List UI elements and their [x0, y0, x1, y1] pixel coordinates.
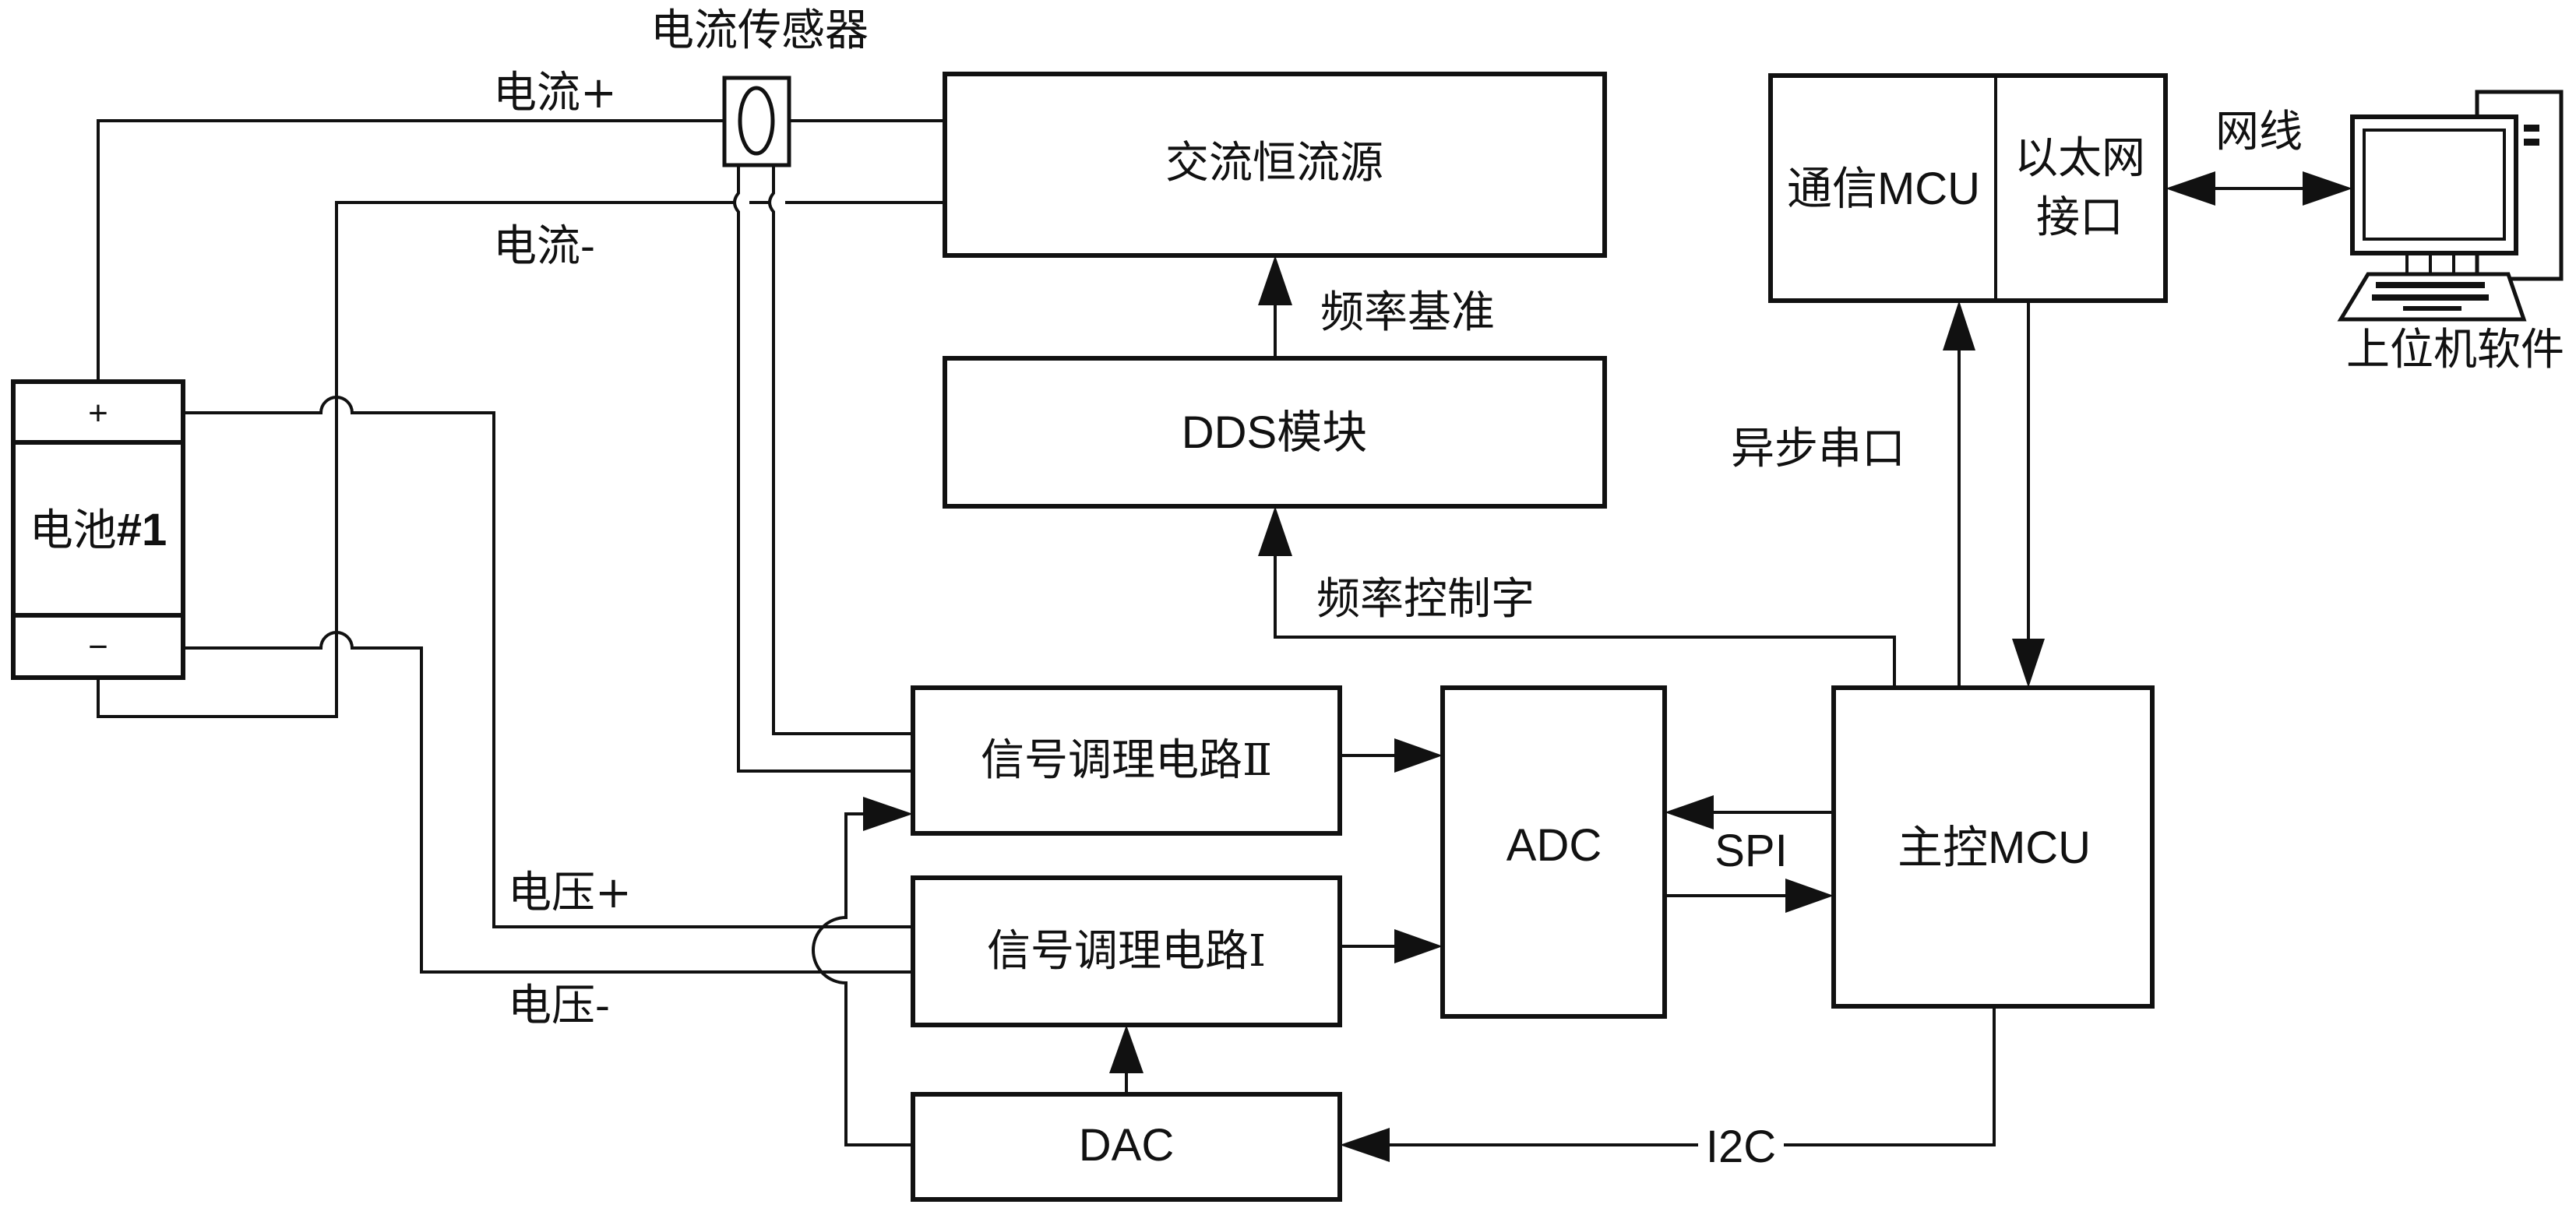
ac-current-source-label: 交流恒流源 — [1165, 138, 1383, 188]
signal-conditioning-1-label: 信号调理电路Ⅰ — [987, 926, 1266, 977]
keyboard-keys — [2372, 282, 2489, 311]
dds-block: DDS模块 — [943, 356, 1607, 509]
label-i2c: I2C — [1706, 1122, 1776, 1172]
arrow-network-left — [2165, 171, 2215, 206]
label-spi: SPI — [1714, 826, 1788, 876]
label-voltage-plus: 电压+ — [508, 868, 632, 918]
arrow-uart-down — [2012, 639, 2045, 688]
battery-block: + − 电池#1 — [11, 379, 185, 680]
adc-label: ADC — [1506, 820, 1602, 871]
comm-mcu-label: 通信MCU — [1787, 164, 1980, 214]
arrow-dac-cond1 — [1109, 1025, 1144, 1073]
arrow-spi-to-mcu — [1785, 879, 1834, 913]
ethernet-label-line1: 以太网 — [2014, 133, 2145, 184]
wire-sensor-lead-a — [733, 165, 913, 773]
pc-computer-icon: 上位机软件 — [2337, 90, 2564, 375]
arrow-i2c-dac — [1340, 1128, 1390, 1162]
arrow-spi-to-adc — [1665, 795, 1714, 829]
current-sensor-label: 电流传感器 — [650, 5, 869, 56]
label-voltage-minus: 电压- — [508, 981, 610, 1031]
arrow-uart-up — [1943, 301, 1975, 350]
signal-conditioning-2-label: 信号调理电路Ⅱ — [981, 735, 1272, 786]
battery-minus-symbol: − — [88, 628, 108, 666]
dds-label: DDS模块 — [1182, 407, 1367, 458]
battery-plus-symbol: + — [88, 394, 108, 432]
sensor-coil-icon — [738, 86, 775, 156]
ac-current-source-block: 交流恒流源 — [943, 72, 1607, 258]
signal-conditioning-2-block: 信号调理电路Ⅱ — [911, 685, 1342, 836]
wire-dac-to-cond2 — [812, 812, 913, 1146]
label-freq-word: 频率控制字 — [1316, 574, 1535, 625]
pc-software-label: 上位机软件 — [2346, 325, 2564, 375]
wire-current-minus — [97, 201, 735, 718]
arrow-cond2-adc — [1394, 738, 1443, 773]
signal-conditioning-1-block: 信号调理电路Ⅰ — [911, 875, 1342, 1027]
main-mcu-block: 主控MCU — [1831, 685, 2155, 1009]
adc-block: ADC — [1440, 685, 1667, 1019]
wire-current-plus — [97, 119, 724, 382]
dac-block: DAC — [911, 1092, 1342, 1202]
battery-label: 电池#1 — [30, 505, 167, 556]
comm-mcu-block: 通信MCU 以太网 接口 — [1768, 73, 2168, 303]
wire-voltage-plus — [183, 396, 913, 928]
arrow-into-cond2 — [863, 797, 913, 831]
label-current-minus: 电流- — [493, 221, 595, 272]
arrow-freq-word — [1258, 506, 1292, 556]
main-mcu-label: 主控MCU — [1898, 822, 2091, 873]
ethernet-label-line2: 接口 — [2036, 192, 2123, 243]
arrow-freq-ref — [1258, 255, 1292, 305]
wire-sensor-lead-b — [768, 165, 913, 735]
wire-freq-word — [1274, 553, 1896, 688]
current-sensor: 电流传感器 — [650, 5, 869, 167]
dac-label: DAC — [1079, 1120, 1174, 1171]
wire-voltage-minus — [183, 631, 913, 974]
label-current-plus: 电流+ — [493, 68, 617, 118]
arrow-cond1-adc — [1394, 929, 1443, 963]
wire-i2c — [1784, 1006, 1996, 1146]
label-network-cable: 网线 — [2215, 107, 2303, 157]
arrow-network-right — [2303, 171, 2352, 206]
label-freq-ref: 频率基准 — [1320, 287, 1495, 338]
label-uart: 异步串口 — [1731, 424, 1905, 474]
